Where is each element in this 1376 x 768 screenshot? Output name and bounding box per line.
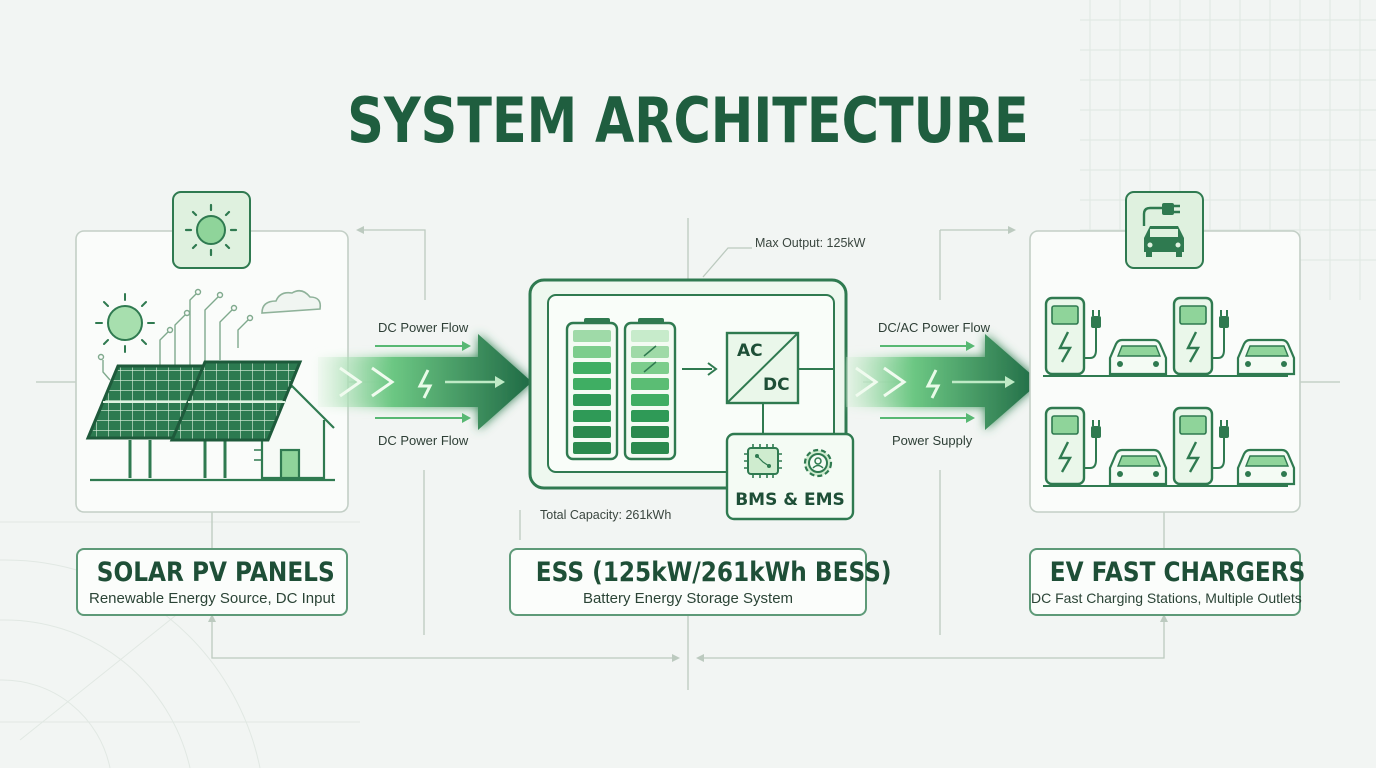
flow-label-power-supply: Power Supply	[892, 433, 973, 448]
ev-subtitle: DC Fast Charging Stations, Multiple Outl…	[1031, 590, 1302, 606]
flow-label-dc-top: DC Power Flow	[378, 320, 469, 335]
charger-station-4	[1172, 406, 1296, 486]
bms-ems-label: BMS & EMS	[735, 490, 845, 510]
annotation-total-capacity: Total Capacity: 261kWh	[540, 508, 672, 522]
charger-station-1	[1044, 296, 1168, 376]
lightning-icon	[925, 369, 941, 399]
background-grid	[1080, 0, 1376, 300]
ev-title: EV FAST CHARGERS	[1049, 557, 1306, 588]
bms-ems-controller	[725, 432, 855, 521]
solar-title: SOLAR PV PANELS	[96, 557, 335, 588]
dc-ac-power-flow-arrow	[846, 334, 1040, 430]
cloud-icon	[261, 289, 322, 314]
connector-arrowheads	[208, 226, 1168, 662]
ess-label-box: ESS (125kW/261kWh BESS) Battery Energy S…	[509, 548, 892, 616]
sun-illustration	[95, 293, 155, 353]
dc-power-flow-arrow	[318, 334, 532, 430]
ac-dc-converter	[725, 331, 834, 434]
charger-station-3	[1044, 406, 1168, 486]
solar-label-box: SOLAR PV PANELS Renewable Energy Source,…	[76, 548, 348, 616]
circuit-traces	[97, 288, 254, 381]
sun-icon	[172, 191, 251, 269]
gear-icon	[803, 448, 833, 478]
ess-title: ESS (125kW/261kWh BESS)	[535, 557, 892, 588]
ev-plug-car-icon	[1125, 191, 1204, 269]
ess-subtitle: Battery Energy Storage System	[582, 590, 794, 607]
battery-rack-2	[623, 318, 677, 461]
converter-label-ac: AC	[737, 341, 763, 361]
charger-stations	[1044, 296, 1296, 486]
charger-ground-lines	[1043, 375, 1288, 487]
lightning-icon	[417, 369, 433, 399]
charger-station-2	[1172, 296, 1296, 376]
converter-label-dc: DC	[763, 375, 790, 395]
chip-icon	[744, 444, 782, 478]
annotation-max-output: Max Output: 125kW	[755, 236, 866, 250]
ev-label-box: EV FAST CHARGERS DC Fast Charging Statio…	[1029, 548, 1306, 616]
solar-subtitle: Renewable Energy Source, DC Input	[89, 590, 335, 607]
page-title: SYSTEM ARCHITECTURE	[347, 84, 1029, 157]
solar-panel-right	[169, 360, 303, 478]
flow-label-dcac: DC/AC Power Flow	[878, 320, 990, 335]
battery-rack-1	[565, 318, 619, 461]
ess-unit	[528, 278, 855, 521]
flow-label-dc-bottom: DC Power Flow	[378, 433, 469, 448]
